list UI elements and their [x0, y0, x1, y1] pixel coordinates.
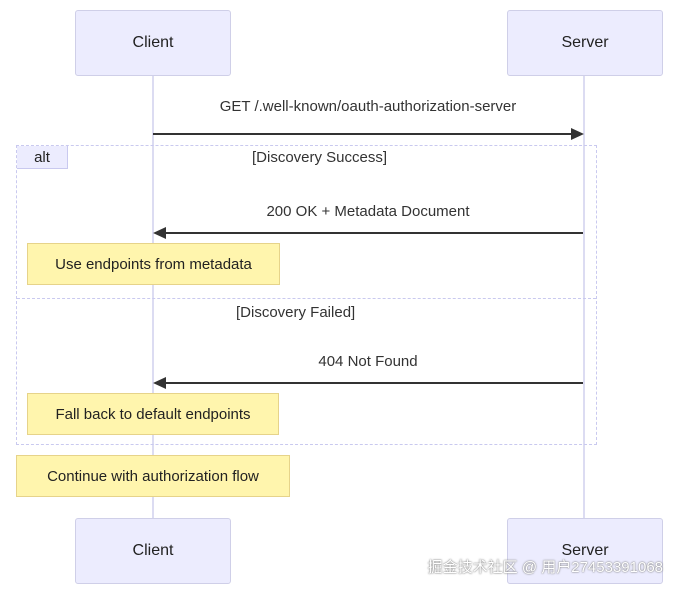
server-participant-label: Server [561, 34, 609, 51]
client-participant-label: Client [132, 34, 174, 51]
success-response-arrowhead-icon [153, 227, 166, 239]
server-participant-bottom-label: Server [561, 542, 609, 559]
use-metadata-note-text: Use endpoints from metadata [55, 255, 252, 273]
client-participant-bottom-label: Client [132, 542, 174, 559]
alt-section-divider [17, 298, 596, 299]
alt-frame: alt [16, 145, 597, 445]
success-condition-label: [Discovery Success] [252, 149, 388, 166]
use-metadata-note: Use endpoints from metadata [27, 243, 280, 285]
fallback-note-text: Fall back to default endpoints [55, 405, 251, 423]
fallback-note: Fall back to default endpoints [27, 393, 279, 435]
request-message-label: GET /.well-known/oauth-authorization-ser… [219, 98, 517, 115]
failure-response-arrowhead-icon [153, 377, 166, 389]
failure-response-arrow-line [163, 382, 583, 384]
alt-tag-label: alt [34, 148, 50, 166]
server-participant-top: Server [507, 10, 663, 76]
continue-note: Continue with authorization flow [16, 455, 290, 497]
continue-note-text: Continue with authorization flow [47, 467, 259, 485]
server-lifeline [583, 76, 585, 518]
client-lifeline [152, 76, 154, 518]
failure-condition-label: [Discovery Failed] [236, 304, 356, 321]
server-participant-bottom: Server [507, 518, 663, 584]
client-participant-top: Client [75, 10, 231, 76]
client-participant-bottom: Client [75, 518, 231, 584]
success-response-arrow-line [163, 232, 583, 234]
watermark: 掘金技术社区 @ 用户2745339​1068 [427, 559, 663, 576]
request-arrowhead-icon [571, 128, 584, 140]
success-response-label: 200 OK + Metadata Document [266, 203, 470, 220]
failure-response-label: 404 Not Found [318, 353, 418, 370]
alt-tag: alt [17, 146, 68, 169]
request-arrow-line [153, 133, 573, 135]
